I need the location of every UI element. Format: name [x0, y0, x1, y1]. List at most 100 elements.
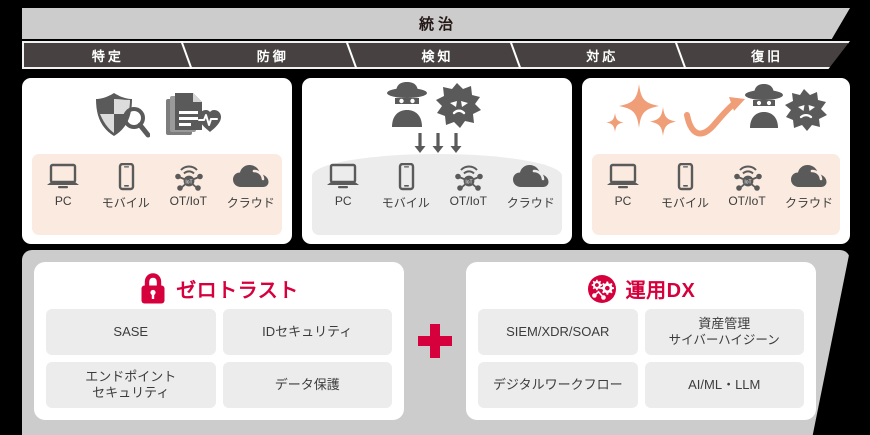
capability-chip[interactable]: SIEM/XDR/SOAR: [478, 309, 638, 355]
function-segment-protect[interactable]: 防御: [189, 43, 354, 67]
device-label: OT/IoT: [449, 194, 487, 208]
function-segment-recover[interactable]: 復旧: [683, 43, 848, 67]
pillar-panels: PC モバイル: [22, 78, 850, 244]
plus-connector: [404, 262, 466, 420]
mobile-icon: [118, 163, 134, 191]
respond-recover-panel: PC モバイル: [582, 78, 850, 244]
document-pulse-icon: [166, 93, 221, 135]
device-cloud: クラウド: [221, 163, 281, 211]
laptop-icon: [327, 163, 360, 189]
chip-label: データ保護: [274, 376, 340, 392]
device-band: PC モバイル: [312, 154, 562, 235]
iot-icon: IoT: [455, 165, 484, 191]
device-mobile: モバイル: [96, 163, 156, 211]
device-label: クラウド: [784, 196, 833, 210]
card-header: 運用DX: [587, 272, 696, 305]
capability-chip[interactable]: IDセキュリティ: [222, 309, 392, 355]
function-label: 検知: [421, 48, 454, 64]
capability-grid: SASE IDセキュリティ エンドポイント セキュリティ データ保護: [46, 309, 392, 408]
device-label: PC: [334, 194, 352, 208]
device-label: PC: [614, 194, 632, 208]
card-title: ゼロトラスト: [176, 280, 299, 302]
panel-artwork: [22, 78, 292, 154]
device-label: OT/IoT: [728, 194, 766, 208]
chip-label: IDセキュリティ: [262, 323, 353, 339]
device-ot-iot: IoT OT/IoT: [438, 163, 498, 208]
detect-attack-panel: PC モバイル: [302, 78, 572, 244]
capability-chip[interactable]: 資産管理 サイバーハイジーン: [644, 309, 804, 355]
pillar-cards: ゼロトラスト SASE IDセキュリティ エンドポイント セキュリティ データ保…: [22, 262, 850, 430]
shield-search-icon: [96, 93, 150, 138]
chip-label-line2: サイバーハイジーン: [668, 332, 780, 347]
malware-icon: [436, 83, 481, 128]
function-label: 防御: [256, 48, 289, 64]
curved-arrow-icon: [684, 97, 745, 137]
chip-label: AI/ML・LLM: [688, 376, 761, 392]
cloud-icon: [791, 165, 827, 187]
function-segment-respond[interactable]: 対応: [518, 43, 683, 67]
padlock-icon: [141, 272, 165, 303]
panel-artwork: [302, 78, 572, 154]
svg-text:IoT: IoT: [186, 179, 193, 185]
svg-text:IoT: IoT: [466, 179, 473, 185]
device-pc: PC: [313, 163, 373, 208]
sparkle-icon: [606, 84, 676, 136]
device-pc: PC: [593, 163, 653, 208]
device-band: PC モバイル: [32, 154, 282, 235]
hacker-icon: [745, 84, 783, 128]
chip-label: SIEM/XDR/SOAR: [506, 323, 610, 339]
chip-label: SASE: [113, 323, 149, 339]
device-mobile: モバイル: [655, 163, 715, 211]
identify-protect-panel: PC モバイル: [22, 78, 292, 244]
function-segment-detect[interactable]: 検知: [354, 43, 519, 67]
chip-label-wrap: エンドポイント セキュリティ: [85, 369, 176, 402]
device-label: OT/IoT: [169, 194, 207, 208]
malware-icon: [785, 89, 827, 131]
governance-banner: 統治: [22, 8, 850, 39]
laptop-icon: [47, 163, 80, 189]
operations-dx-card: 運用DX SIEM/XDR/SOAR 資産管理 サイバーハイジーン デジタルワー…: [466, 262, 816, 420]
device-pc: PC: [33, 163, 93, 208]
function-label: 対応: [586, 48, 619, 64]
mobile-icon: [398, 163, 414, 191]
device-label: モバイル: [660, 196, 709, 210]
card-header: ゼロトラスト: [139, 272, 299, 305]
device-ot-iot: IoT OT/IoT: [158, 163, 218, 208]
laptop-icon: [607, 163, 639, 189]
device-cloud: クラウド: [779, 163, 839, 211]
zero-trust-card: ゼロトラスト SASE IDセキュリティ エンドポイント セキュリティ データ保…: [34, 262, 404, 420]
capability-chip[interactable]: データ保護: [222, 362, 392, 408]
device-label: クラウド: [226, 196, 275, 210]
device-cloud: クラウド: [501, 163, 561, 211]
attack-arrows: [418, 133, 458, 147]
capability-chip[interactable]: デジタルワークフロー: [478, 362, 638, 408]
plus-icon: [418, 324, 452, 358]
capability-chip[interactable]: SASE: [46, 309, 216, 355]
chip-label-line2: セキュリティ: [92, 385, 170, 400]
function-bar: 特定 防御 検知 対応 復旧: [22, 41, 850, 69]
iot-icon: IoT: [175, 165, 204, 191]
mobile-icon: [677, 163, 694, 191]
capability-chip[interactable]: AI/ML・LLM: [644, 362, 804, 408]
recovery-scene: [606, 84, 827, 137]
cloud-icon: [512, 165, 549, 187]
iot-icon: IoT: [734, 165, 762, 191]
governance-label: 統治: [418, 16, 457, 33]
capability-grid: SIEM/XDR/SOAR 資産管理 サイバーハイジーン デジタルワークフロー …: [478, 309, 804, 408]
chip-label: デジタルワークフロー: [492, 376, 623, 392]
chip-label-wrap: 資産管理 サイバーハイジーン: [669, 316, 780, 349]
card-title: 運用DX: [625, 280, 696, 302]
device-mobile: モバイル: [376, 163, 436, 211]
chip-label-line1: エンドポイント: [85, 368, 177, 384]
hacker-icon: [387, 82, 427, 127]
device-label: クラウド: [506, 196, 555, 210]
panel-artwork: [582, 78, 850, 154]
cloud-icon: [232, 165, 269, 187]
function-segment-identify[interactable]: 特定: [24, 43, 189, 67]
device-label: モバイル: [381, 196, 430, 210]
device-label: モバイル: [101, 196, 150, 210]
device-band: PC モバイル: [592, 154, 840, 235]
device-label: PC: [54, 194, 72, 208]
capability-chip[interactable]: エンドポイント セキュリティ: [46, 362, 216, 408]
